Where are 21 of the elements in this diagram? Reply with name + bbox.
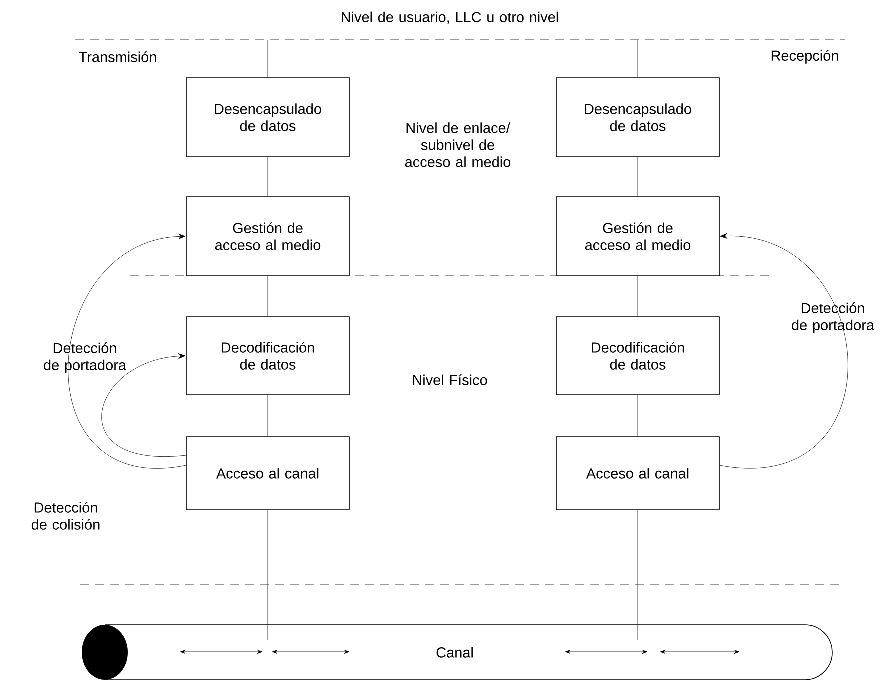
column-label: Recepción bbox=[772, 50, 838, 64]
process-box: Acceso al canal bbox=[186, 436, 350, 510]
annotation-text: Detección de colisión bbox=[32, 502, 100, 530]
process-box: Desencapsulado de datos bbox=[556, 78, 720, 158]
process-box: Decodificación de datos bbox=[556, 316, 720, 396]
process-box: Acceso al canal bbox=[556, 436, 720, 510]
arrow bbox=[720, 233, 848, 468]
arrow bbox=[68, 234, 186, 469]
arrow bbox=[178, 354, 186, 360]
annotation-text: Detección de portadora bbox=[792, 302, 874, 334]
process-box: Gestión de acceso al medio bbox=[556, 196, 720, 276]
level-label: Nivel Físico bbox=[413, 374, 488, 386]
column-label: Transmisión bbox=[79, 52, 156, 62]
channel-tube: Canal bbox=[82, 624, 833, 680]
process-box: Decodificación de datos bbox=[186, 316, 350, 396]
process-box: Gestión de acceso al medio bbox=[186, 196, 350, 276]
node-label: Canal bbox=[436, 647, 473, 658]
annotation-text: Detección de portadora bbox=[44, 342, 126, 374]
level-label: Nivel de usuario, LLC u otro nivel bbox=[342, 12, 558, 24]
process-box: Desencapsulado de datos bbox=[186, 78, 350, 158]
level-label: Nivel de enlace/ subnivel de acceso al medio bbox=[405, 122, 511, 168]
